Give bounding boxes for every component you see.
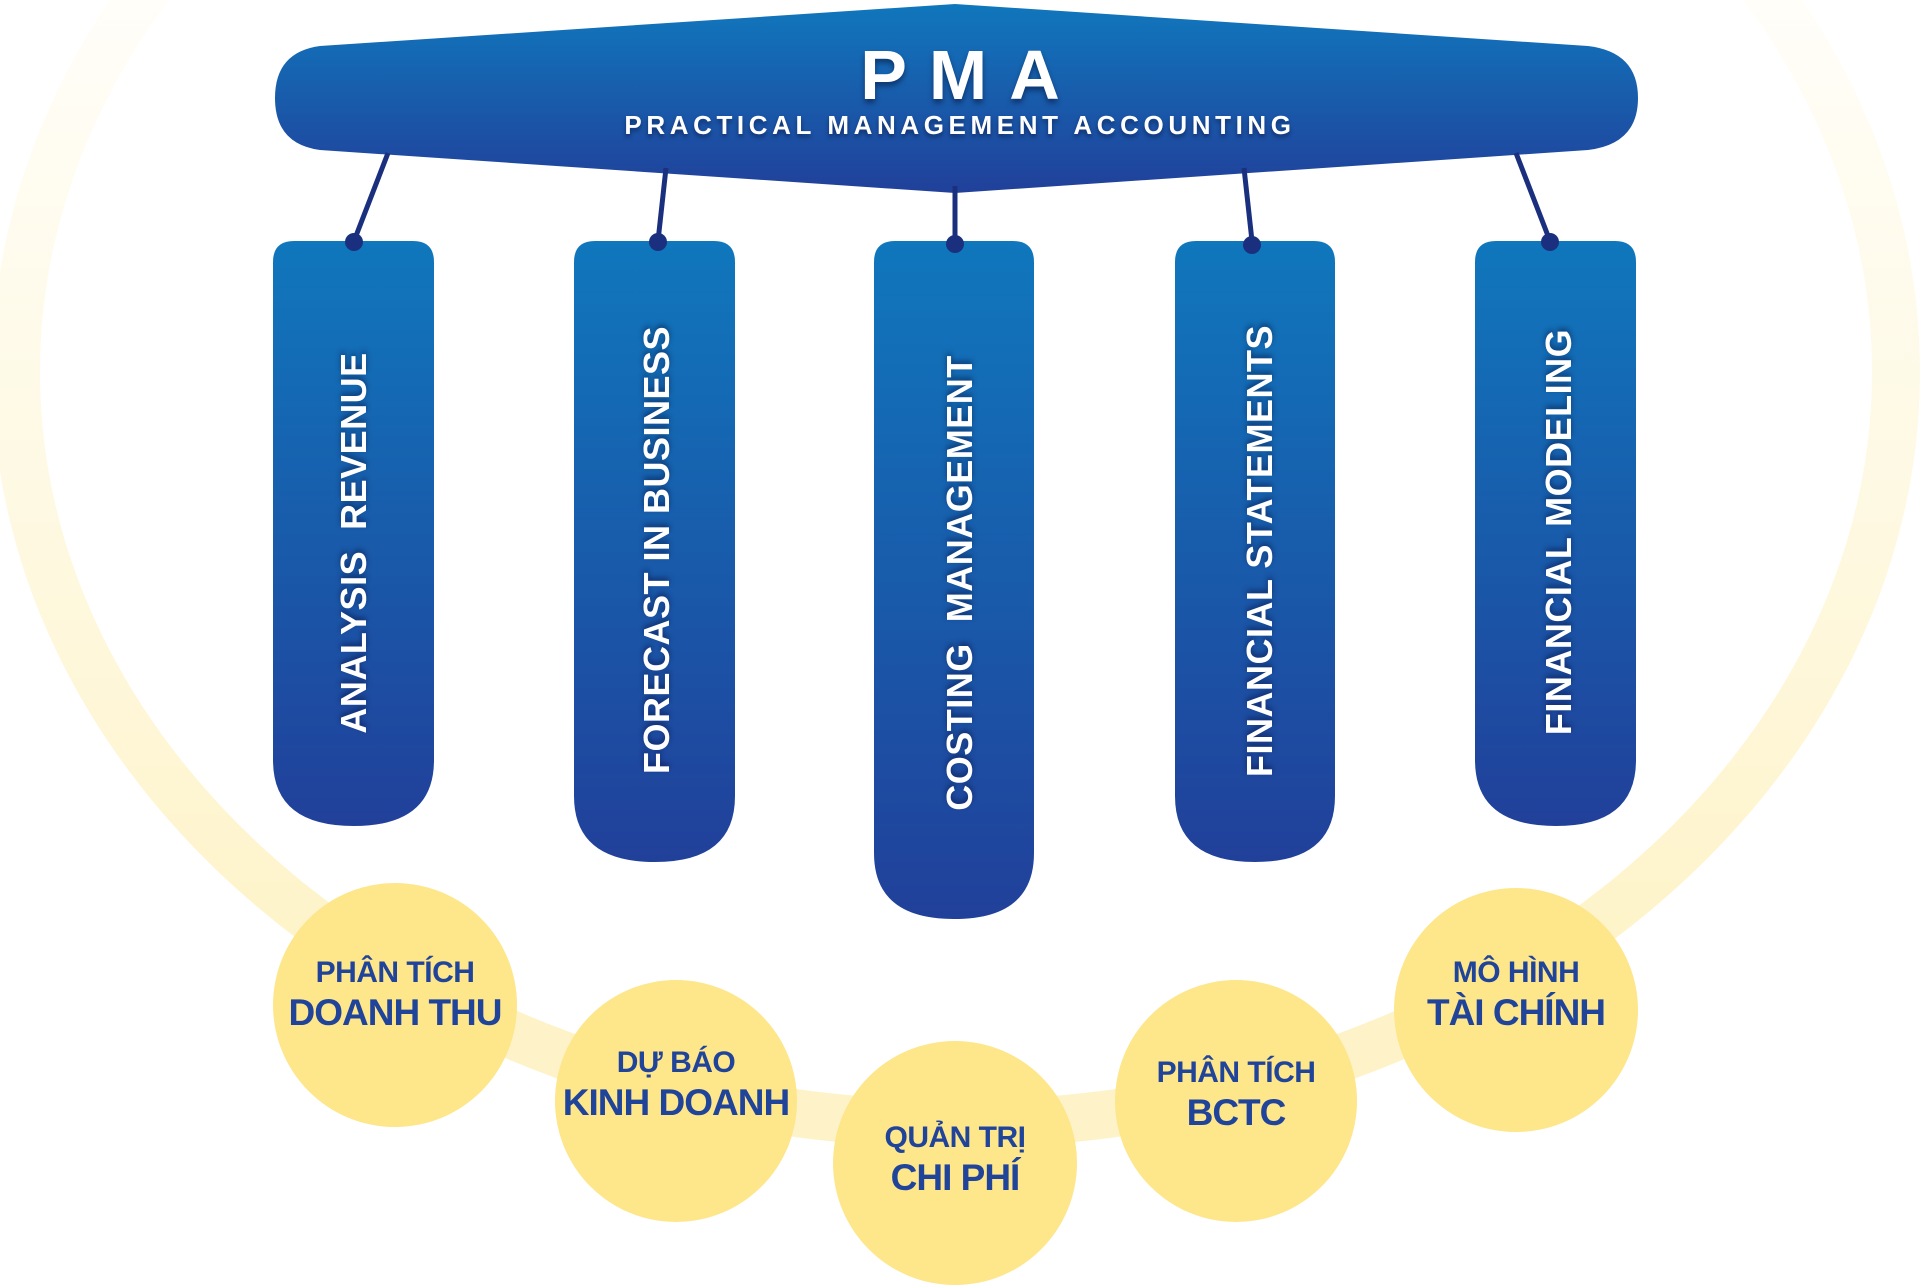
pillar-5 bbox=[1475, 241, 1636, 826]
circle-3 bbox=[833, 1041, 1077, 1285]
connector-5 bbox=[1513, 152, 1553, 242]
circle-label-line2: TÀI CHÍNH bbox=[1426, 992, 1606, 1033]
connector-dot-4 bbox=[1243, 236, 1261, 254]
circle-label-line2: DOANH THU bbox=[288, 992, 503, 1033]
connector-dot-1 bbox=[345, 233, 363, 251]
connector-dot-5 bbox=[1541, 233, 1559, 251]
topic-circles bbox=[273, 883, 1638, 1285]
header-subtitle: PRACTICAL MANAGEMENT ACCOUNTING bbox=[624, 110, 1296, 140]
circle-label-line1: PHÂN TÍCH bbox=[315, 956, 475, 989]
connector-dot-2 bbox=[649, 233, 667, 251]
pillar-label-forecast-in-business: FORECAST IN BUSINESS bbox=[636, 325, 677, 775]
connector-1 bbox=[351, 152, 391, 242]
connector-dot-3 bbox=[946, 235, 964, 253]
header-banner bbox=[275, 4, 1638, 193]
pillar-2 bbox=[574, 241, 735, 862]
circle-label-du-bao-kinh-doanh: DỰ BÁO KINH DOANH bbox=[546, 1045, 806, 1125]
circle-5 bbox=[1394, 888, 1638, 1132]
circle-label-line2: CHI PHÍ bbox=[890, 1157, 1021, 1198]
circle-label-phan-tich-doanh-thu: PHÂN TÍCH DOANH THU bbox=[265, 955, 525, 1035]
circle-label-line2: KINH DOANH bbox=[562, 1082, 790, 1123]
pillar-label-analysis-revenue: ANALYSIS REVENUE bbox=[333, 352, 374, 734]
connectors bbox=[351, 152, 1553, 242]
circle-label-line2: BCTC bbox=[1186, 1092, 1287, 1133]
circle-2 bbox=[555, 980, 797, 1222]
pillars bbox=[273, 241, 1636, 919]
circle-label-quan-tri-chi-phi: QUẢN TRỊ CHI PHÍ bbox=[825, 1120, 1085, 1200]
circle-label-phan-tich-bctc: PHÂN TÍCH BCTC bbox=[1106, 1055, 1366, 1135]
circle-1 bbox=[273, 883, 517, 1127]
pillar-3 bbox=[874, 241, 1034, 919]
pillar-label-financial-statements: FINANCIAL STATEMENTS bbox=[1239, 325, 1280, 777]
header-title: PMA bbox=[860, 36, 1082, 114]
circle-label-line1: QUẢN TRỊ bbox=[884, 1121, 1027, 1154]
circle-label-line1: PHÂN TÍCH bbox=[1156, 1056, 1316, 1089]
connector-4 bbox=[1241, 167, 1255, 242]
pillar-label-costing-management: COSTING MANAGEMENT bbox=[939, 355, 980, 811]
pillar-4 bbox=[1175, 241, 1335, 862]
circle-4 bbox=[1115, 980, 1357, 1222]
circle-label-line1: DỰ BÁO bbox=[616, 1046, 736, 1079]
circle-label-mo-hinh-tai-chinh: MÔ HÌNH TÀI CHÍNH bbox=[1386, 955, 1646, 1035]
circle-label-line1: MÔ HÌNH bbox=[1452, 956, 1580, 989]
connector-2 bbox=[655, 167, 669, 242]
pillar-1 bbox=[273, 241, 434, 826]
pillar-label-financial-modeling: FINANCIAL MODELING bbox=[1538, 328, 1579, 736]
connector-dots bbox=[345, 233, 1559, 254]
